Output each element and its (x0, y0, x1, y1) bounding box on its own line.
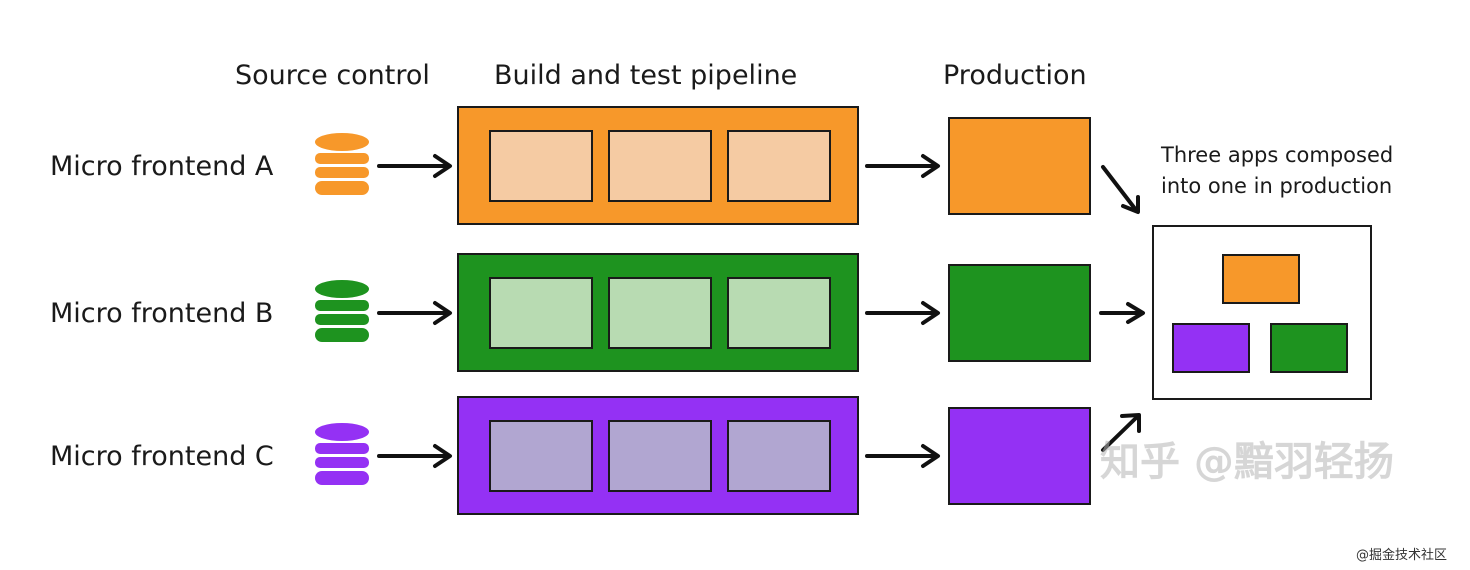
composed-app (1152, 225, 1372, 400)
pipeline-a (457, 106, 859, 225)
pipeline-stage (727, 420, 831, 492)
arrow-diagonal-down-icon (1098, 162, 1146, 218)
arrow-diagonal-up-icon (1098, 410, 1146, 456)
composed-note-line-2: into one in production (1161, 174, 1393, 198)
arrow-right-icon (865, 153, 943, 179)
footer-credit: @掘金技术社区 (1356, 548, 1448, 563)
pipeline-stage (608, 277, 712, 349)
row-label-c: Micro frontend C (50, 441, 274, 472)
database-icon (313, 422, 371, 490)
composed-app-a (1222, 254, 1300, 304)
database-icon (313, 279, 371, 347)
arrow-right-icon (377, 153, 455, 179)
production-box-b (948, 264, 1091, 362)
pipeline-stage (727, 130, 831, 202)
pipeline-stage (489, 420, 593, 492)
pipeline-stage (608, 420, 712, 492)
pipeline-stage (727, 277, 831, 349)
database-icon (313, 132, 371, 200)
arrow-right-icon (377, 443, 455, 469)
composed-app-c (1172, 323, 1250, 373)
header-pipeline: Build and test pipeline (494, 60, 798, 91)
composed-note: Three apps composed into one in producti… (1161, 140, 1393, 202)
pipeline-stage (489, 130, 593, 202)
arrow-right-icon (865, 443, 943, 469)
pipeline-c (457, 396, 859, 515)
header-production: Production (943, 60, 1087, 91)
pipeline-b (457, 253, 859, 372)
composed-note-line-1: Three apps composed (1161, 143, 1394, 167)
composed-app-b (1270, 323, 1348, 373)
row-label-a: Micro frontend A (50, 151, 274, 182)
production-box-a (948, 117, 1091, 215)
watermark: 知乎 @黯羽轻扬 (1100, 439, 1394, 485)
arrow-right-icon (377, 300, 455, 326)
pipeline-stage (489, 277, 593, 349)
arrow-right-icon (865, 300, 943, 326)
arrow-right-icon (1098, 300, 1148, 326)
header-source-control: Source control (235, 60, 430, 91)
production-box-c (948, 407, 1091, 505)
pipeline-stage (608, 130, 712, 202)
row-label-b: Micro frontend B (50, 298, 274, 329)
